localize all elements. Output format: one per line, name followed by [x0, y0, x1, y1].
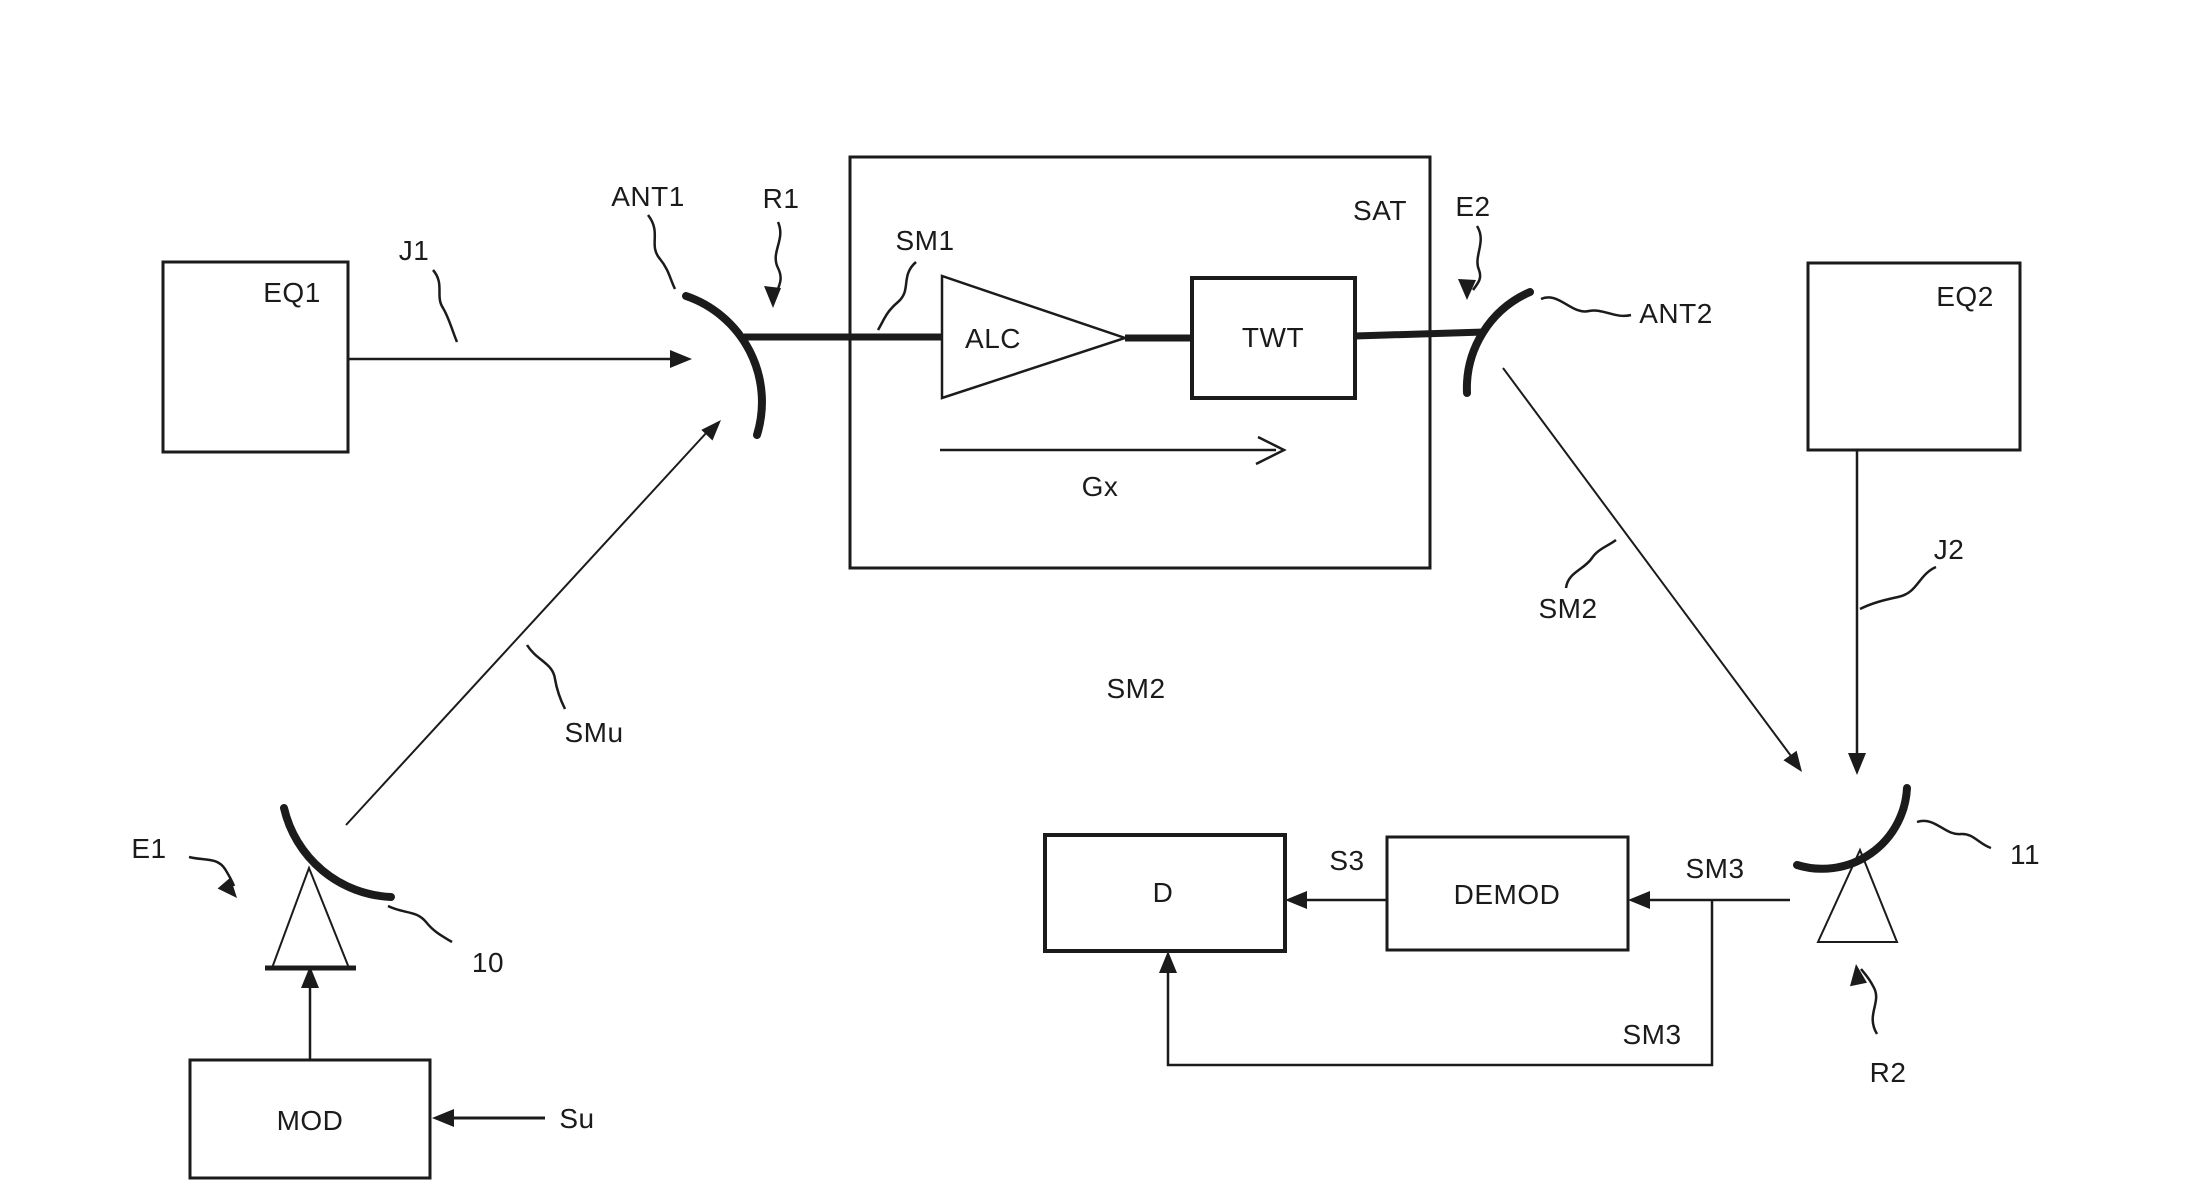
- smu-label: SMu: [564, 717, 623, 748]
- sat-box-outline: [848, 155, 1432, 570]
- j1-label: J1: [399, 235, 430, 266]
- d-label: D: [1153, 877, 1174, 908]
- sm3-bottom-label: SM3: [1622, 1019, 1681, 1050]
- dish11-feed-triangle: [1816, 847, 1899, 943]
- ant2-leader: [1540, 296, 1632, 318]
- eq1-box-outline: [161, 260, 350, 454]
- d-box-outline: [1043, 833, 1287, 953]
- e1-leader: [188, 855, 236, 887]
- r2-label: R2: [1870, 1057, 1907, 1088]
- twt-label: TWT: [1242, 322, 1304, 353]
- gx-arrowhead: [1255, 435, 1287, 466]
- eq1-label: EQ1: [263, 277, 321, 308]
- j2-leader: [1859, 565, 1937, 611]
- smu-beam-line: [345, 430, 709, 826]
- e1-leader-arrow: [188, 855, 237, 898]
- ant1-dish-icon: [682, 292, 766, 439]
- s3-label: S3: [1329, 845, 1364, 876]
- sm3-feedback-line: [1166, 900, 1714, 1067]
- e2-leader: [1471, 225, 1482, 291]
- eq2-label: EQ2: [1936, 281, 1994, 312]
- eq2-box: EQ2: [1806, 261, 2022, 452]
- sm2-beam-label: SM2: [1538, 593, 1597, 624]
- sat-box: SAT: [848, 155, 1432, 570]
- e1-leader-arrowhead: [217, 877, 237, 898]
- ground2-leader: [1916, 819, 1992, 850]
- alc-amplifier-icon: ALC: [940, 274, 1129, 400]
- ant2-dish-icon: [1462, 288, 1534, 397]
- gx-label: Gx: [1082, 471, 1119, 502]
- j2-arrowhead: [1848, 753, 1866, 775]
- j1-leader: [432, 269, 459, 343]
- r2-leader-arrow: [1850, 964, 1879, 1035]
- demod-box-outline: [1385, 835, 1630, 952]
- su-arrowhead: [432, 1109, 454, 1127]
- r2-leader: [1860, 968, 1879, 1035]
- s3-arrowhead: [1285, 891, 1307, 909]
- smu-arrowhead: [701, 420, 721, 441]
- j1-arrowhead: [670, 350, 692, 368]
- mod-label: MOD: [277, 1105, 344, 1136]
- eq1-box: EQ1: [161, 260, 350, 454]
- alc-label: ALC: [965, 323, 1021, 354]
- sm2-arrowhead: [1783, 750, 1802, 772]
- demod-box: DEMOD: [1385, 835, 1630, 952]
- r1-label: R1: [763, 183, 800, 214]
- sm3-feedback-arrowhead: [1159, 951, 1177, 973]
- sm2-beam-line: [1502, 367, 1795, 761]
- e2-label: E2: [1455, 191, 1490, 222]
- waveguide-twt-ant2: [1354, 328, 1485, 340]
- mod-antenna-arrowhead: [301, 966, 319, 988]
- e2-leader-arrowhead: [1458, 279, 1476, 300]
- smu-leader: [525, 644, 567, 710]
- ant1-label: ANT1: [611, 181, 685, 212]
- d-box: D: [1043, 833, 1287, 953]
- sm3-arrowhead: [1628, 891, 1650, 909]
- j2-label: J2: [1934, 534, 1965, 565]
- mod-box: MOD: [188, 1058, 432, 1180]
- twt-box: TWT: [1190, 276, 1357, 400]
- ground1-leader: [387, 904, 453, 944]
- r2-leader-arrowhead: [1850, 964, 1867, 987]
- dish10-arc: [280, 804, 395, 901]
- ground-antenna-11-icon: [1793, 784, 1911, 943]
- demod-label: DEMOD: [1454, 879, 1561, 910]
- sm2-mid-label: SM2: [1106, 673, 1165, 704]
- eq2-box-outline: [1806, 261, 2022, 452]
- ant2-label: ANT2: [1639, 298, 1713, 329]
- sm1-leader: [876, 261, 917, 331]
- ground1-label: 10: [472, 947, 504, 978]
- su-label: Su: [559, 1103, 594, 1134]
- r1-leader-arrowhead: [764, 286, 781, 308]
- r1-leader-arrow: [764, 221, 782, 308]
- sm3-top-label: SM3: [1685, 853, 1744, 884]
- sat-label: SAT: [1353, 195, 1407, 226]
- r1-leader: [774, 221, 782, 295]
- ground-antenna-10-icon: [265, 804, 395, 971]
- e2-leader-arrow: [1458, 225, 1482, 300]
- dish11-arc: [1793, 784, 1911, 873]
- sm1-label: SM1: [895, 225, 954, 256]
- ant1-leader: [646, 214, 677, 290]
- sm2-leader: [1564, 538, 1617, 589]
- e1-label: E1: [131, 833, 166, 864]
- ground2-label: 11: [2010, 839, 2040, 870]
